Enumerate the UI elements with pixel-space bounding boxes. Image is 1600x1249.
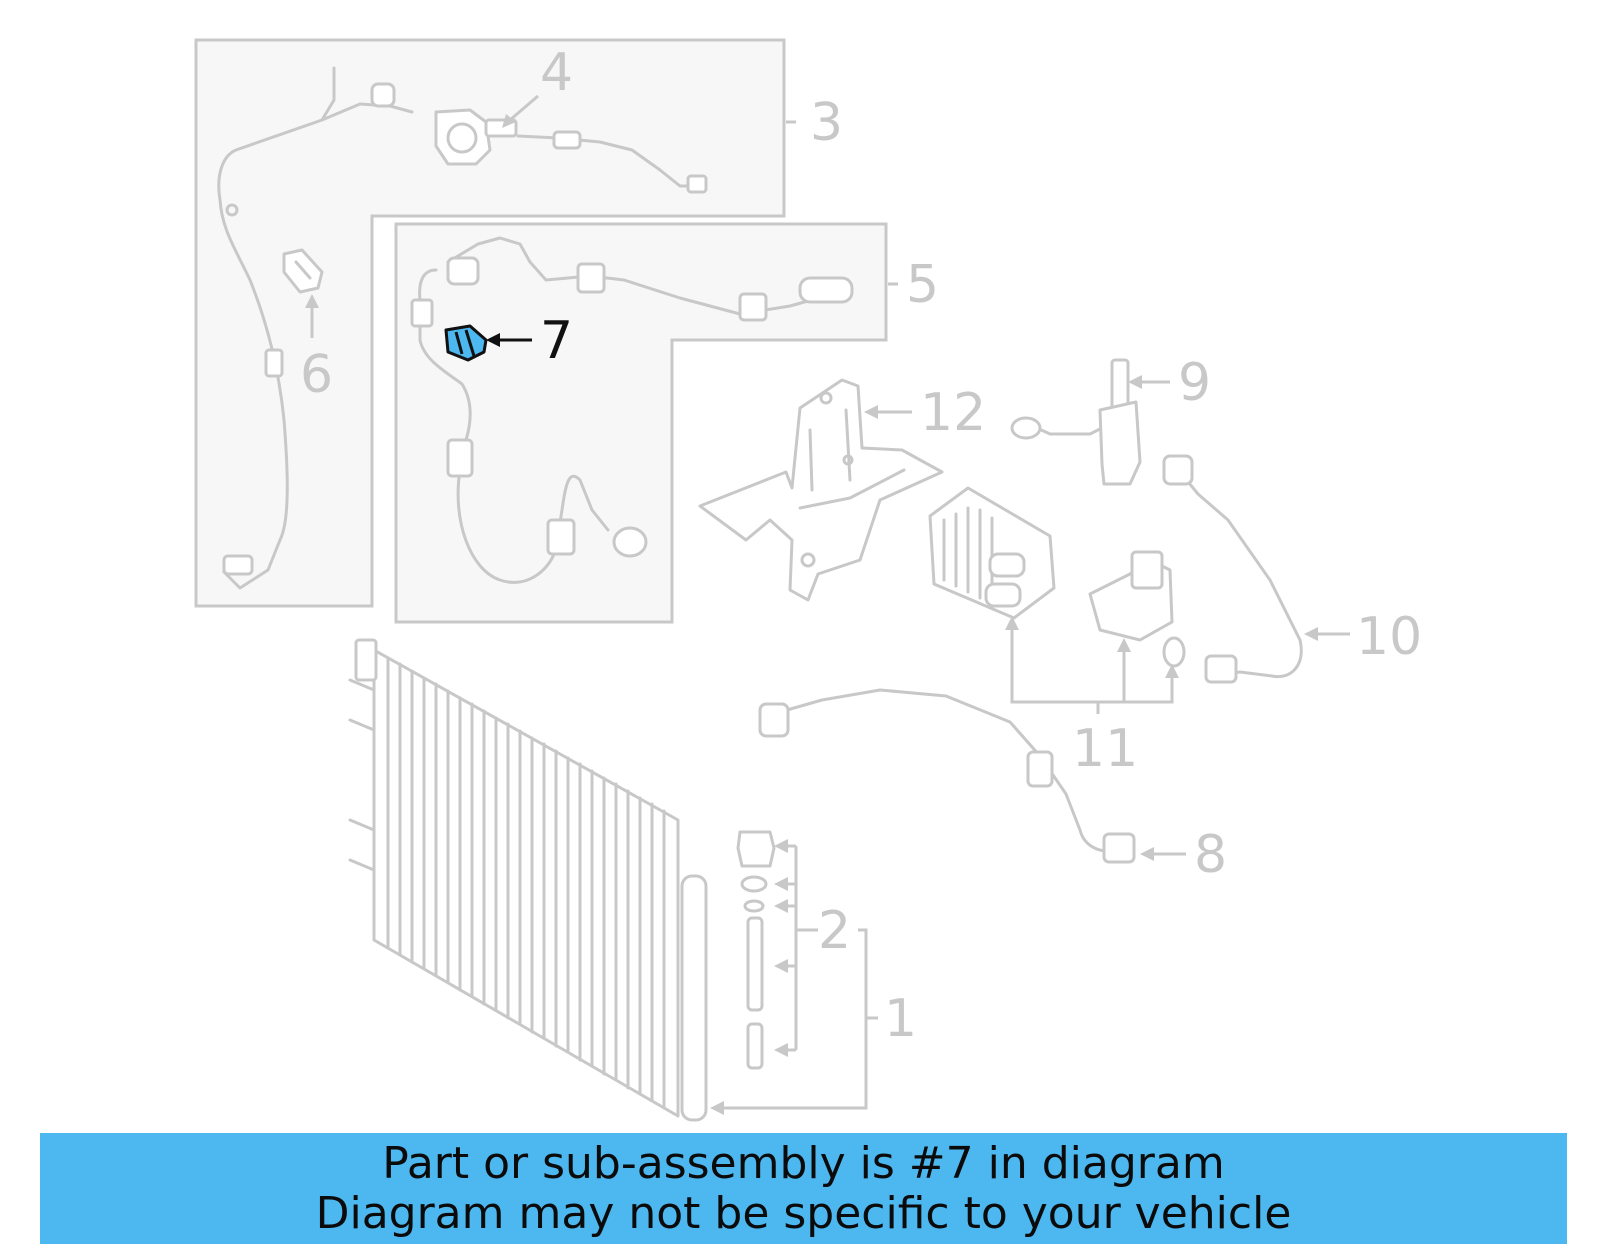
part-8-hose	[758, 688, 1136, 864]
part-3-discharge-hose	[217, 66, 708, 590]
callout-1: 1	[884, 989, 917, 1049]
part-9-pipe	[1010, 358, 1142, 486]
callout-7: 7	[540, 311, 573, 371]
callout-9: 9	[1178, 353, 1211, 413]
part-2-receiver-parts	[736, 830, 776, 1070]
part-1-condenser	[348, 638, 708, 1122]
leader-lines	[305, 94, 1350, 1115]
callout-11: 11	[1072, 719, 1138, 779]
part-11-cooler-valve-oring	[928, 486, 1186, 668]
group-box-3	[194, 38, 786, 608]
part-6-pressure-switch	[282, 248, 324, 294]
callout-12: 12	[920, 383, 986, 443]
group-box-5	[394, 222, 888, 624]
callout-6: 6	[300, 345, 333, 405]
callout-10: 10	[1356, 607, 1422, 667]
part-5-liquid-line	[410, 236, 854, 584]
banner-line-1: Part or sub-assembly is #7 in diagram	[382, 1138, 1225, 1189]
leader-7	[486, 333, 532, 347]
info-banner: Part or sub-assembly is #7 in diagram Di…	[40, 1133, 1567, 1244]
callout-2: 2	[818, 901, 851, 961]
callout-8: 8	[1194, 825, 1227, 885]
callout-5: 5	[906, 255, 939, 315]
part-4-fitting	[434, 108, 518, 166]
banner-line-2: Diagram may not be specific to your vehi…	[315, 1188, 1292, 1239]
part-7-valve	[444, 324, 488, 362]
callout-4: 4	[540, 43, 573, 103]
part-12-bracket	[698, 378, 944, 602]
callout-3: 3	[810, 93, 843, 153]
part-10-hose	[1162, 454, 1303, 684]
